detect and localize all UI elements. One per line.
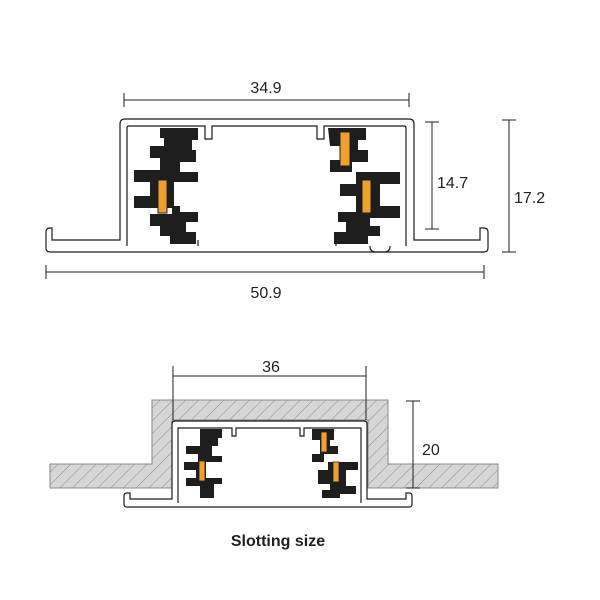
slot-left-insulator [184,429,222,498]
inner-height-label: 14.7 [437,175,468,192]
slot-width-label: 36 [262,359,280,376]
top-profile-view: 34.9 14.7 17.2 50.9 [45,80,545,302]
slot-right-insulator [312,429,358,498]
total-height-label: 17.2 [514,190,545,207]
total-width-label: 50.9 [250,285,281,302]
dimension-slot-depth [406,400,420,489]
right-conductor-strip-lower [361,179,372,214]
track-profile-outline [45,118,489,253]
slot-right-conductor-upper [320,431,328,453]
right-conductor-strip-upper [339,131,351,167]
dimension-total-width [45,265,485,279]
left-insulator-block [134,128,198,244]
slotting-size-caption: Slotting size [231,533,325,550]
slot-view: 36 20 Slotting size [49,359,499,550]
slot-depth-label: 20 [422,442,440,459]
dimension-inner-height [425,121,439,230]
inner-width-label: 34.9 [250,80,281,97]
left-conductor-strip [157,179,168,214]
dimension-slot-width [172,366,367,420]
dimension-inner-width [123,93,410,107]
right-insulator-block [328,128,400,244]
slot-right-conductor-lower [332,461,340,483]
slot-left-conductor [198,460,206,482]
dimension-total-height [502,119,516,253]
